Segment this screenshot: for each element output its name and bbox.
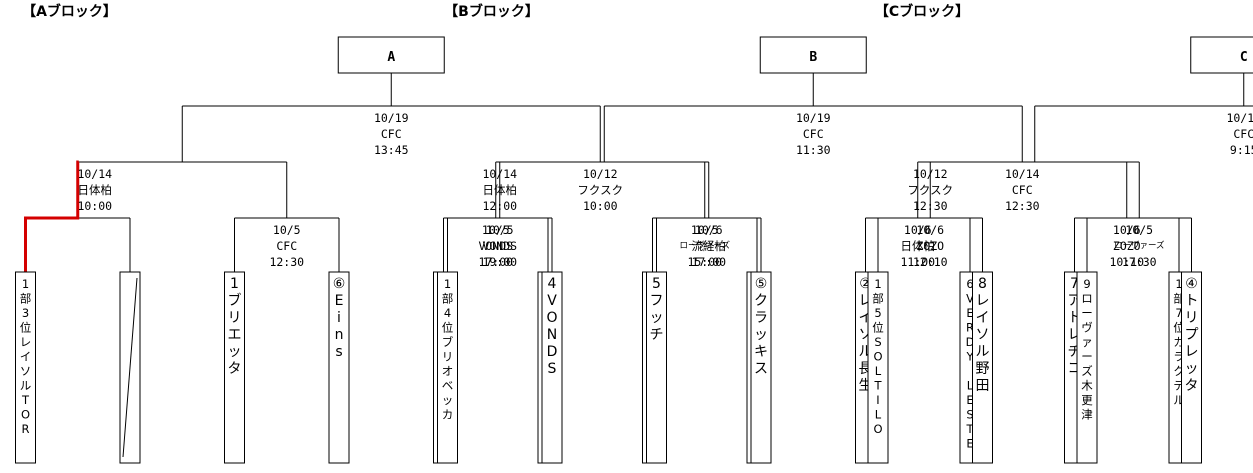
final-match-date: 10/19: [374, 111, 409, 125]
team-box: [224, 271, 245, 464]
semi-match-venue: 日体柏: [78, 183, 113, 197]
first-round-match-time: 12:10: [913, 255, 948, 269]
semi-match-time: 12:00: [482, 199, 517, 213]
champion-label: C: [1240, 50, 1248, 65]
first-round-match-venue: VONDS: [482, 239, 517, 253]
semi-match-time: 12:30: [913, 199, 948, 213]
team-box: [328, 271, 350, 464]
final-match-time: 11:30: [796, 143, 831, 157]
block-title: 【Cブロック】: [875, 3, 969, 20]
team-box: [972, 271, 993, 464]
final-match-venue: CFC: [1233, 127, 1253, 141]
team-box: [646, 271, 667, 464]
semi-match-date: 10/12: [583, 167, 618, 181]
semi-match-time: 10:00: [583, 199, 618, 213]
first-round-match-time: 17:30: [1122, 255, 1157, 269]
semi-match-venue: CFC: [1012, 183, 1033, 197]
final-match-date: 10/19: [1226, 111, 1253, 125]
first-round-match-venue: ZOZO: [1113, 239, 1141, 253]
first-round-match-date: 10/6: [695, 223, 723, 237]
first-round-match-time: 17:00: [691, 255, 726, 269]
first-round-match-venue: ローヴァーズ: [1114, 240, 1165, 251]
team-box: [15, 271, 36, 464]
team-box: [541, 271, 563, 464]
team-box: [437, 271, 458, 464]
first-round-match-venue: CFC: [276, 239, 297, 253]
first-round-match-date: 10/5: [691, 223, 719, 237]
first-round-match-venue: ローヴァーズ: [679, 240, 730, 251]
champion-box: [337, 36, 445, 74]
champion-label: A: [387, 50, 395, 65]
bye-slash: [122, 277, 138, 458]
first-round-match-time: 15:00: [687, 255, 722, 269]
first-round-match-venue: ZOZO: [916, 239, 944, 253]
semi-match-date: 10/14: [77, 167, 112, 181]
first-round-match-date: 10/5: [1125, 223, 1153, 237]
first-round-match-date: 10/5: [273, 223, 301, 237]
champion-label: B: [809, 50, 817, 65]
first-round-match-time: 17:00: [478, 255, 513, 269]
first-round-match-venue: VONDS: [478, 239, 513, 253]
team-box: [1181, 271, 1202, 464]
semi-match-venue: 日体柏: [483, 183, 518, 197]
bye-advance-line: [24, 160, 80, 272]
team-box: [867, 271, 889, 464]
semi-match-date: 10/14: [1005, 167, 1040, 181]
semi-match-venue: フクスク: [577, 183, 623, 197]
champion-box: [759, 36, 867, 74]
final-match-time: 9:15: [1230, 143, 1253, 157]
first-round-match-date: 10/6: [916, 223, 944, 237]
final-match-venue: CFC: [803, 127, 824, 141]
semi-match-date: 10/14: [482, 167, 517, 181]
first-round-match-time: 11:00: [900, 255, 935, 269]
final-match-time: 13:45: [374, 143, 409, 157]
first-round-match-time: 10:10: [1109, 255, 1144, 269]
final-match-date: 10/19: [796, 111, 831, 125]
semi-match-date: 10/12: [913, 167, 948, 181]
semi-match-time: 10:00: [77, 199, 112, 213]
first-round-match-date: 10/5: [486, 223, 514, 237]
block-title: 【Aブロック】: [22, 3, 117, 20]
first-round-match-venue: 流経柏: [692, 239, 727, 253]
first-round-match-date: 10/5: [482, 223, 510, 237]
final-match-venue: CFC: [381, 127, 402, 141]
team-box: [1076, 271, 1098, 464]
team-box: [750, 271, 772, 464]
semi-match-venue: フクスク: [907, 183, 953, 197]
first-round-match-venue: 日体柏: [901, 239, 936, 253]
first-round-match-date: 10/6: [1113, 223, 1141, 237]
first-round-match-date: 10/6: [904, 223, 932, 237]
block-title: 【Bブロック】: [444, 3, 539, 20]
semi-match-time: 12:30: [1005, 199, 1040, 213]
first-round-match-time: 19:00: [482, 255, 517, 269]
first-round-match-time: 12:30: [269, 255, 304, 269]
